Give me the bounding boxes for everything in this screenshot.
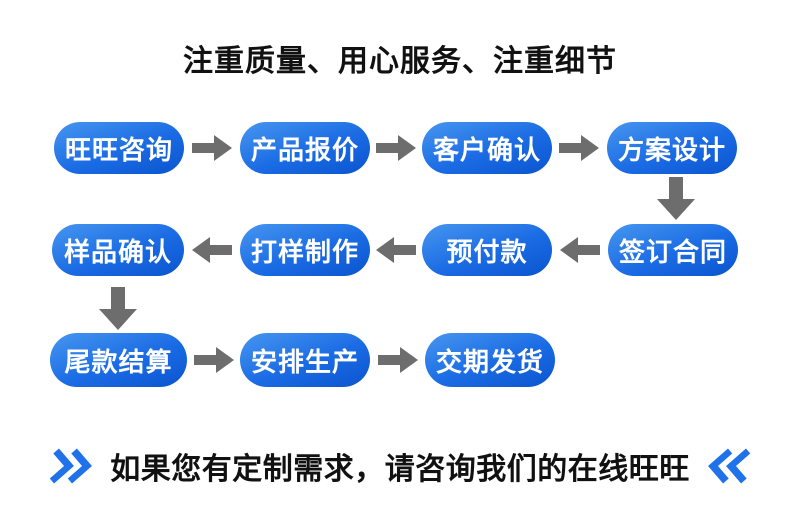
footer-note: 如果您有定制需求，请咨询我们的在线旺旺 <box>0 444 800 488</box>
flow-step-final-payment: 尾款结算 <box>50 333 187 387</box>
arrow-right-icon <box>192 135 232 161</box>
arrow-down-icon <box>657 177 695 220</box>
arrow-left-icon <box>560 237 600 263</box>
footer-text: 如果您有定制需求，请咨询我们的在线旺旺 <box>110 453 690 486</box>
double-chevron-left-icon <box>707 448 750 484</box>
arrow-down-icon <box>99 287 137 330</box>
flow-step-sign-contract: 签订合同 <box>608 224 738 276</box>
arrow-right-icon <box>378 347 418 373</box>
arrow-right-icon <box>376 135 416 161</box>
flow-step-sample-making: 打样制作 <box>240 224 370 276</box>
flow-step-sample-confirm: 样品确认 <box>52 224 184 276</box>
flow-step-prepayment: 预付款 <box>422 224 552 276</box>
flow-step-solution-design: 方案设计 <box>607 122 737 174</box>
double-chevron-right-icon <box>50 448 93 484</box>
flow-step-arrange-production: 安排生产 <box>240 333 370 387</box>
arrow-left-icon <box>192 237 232 263</box>
arrow-left-icon <box>376 237 416 263</box>
arrow-right-icon <box>559 135 599 161</box>
flow-step-product-quote: 产品报价 <box>240 122 370 174</box>
flow-step-delivery: 交期发货 <box>425 333 555 387</box>
arrow-right-icon <box>194 347 234 373</box>
flow-step-customer-confirm: 客户确认 <box>422 122 552 174</box>
page-title: 注重质量、用心服务、注重细节 <box>183 45 617 78</box>
flow-step-wangwang-consult: 旺旺咨询 <box>54 122 184 174</box>
